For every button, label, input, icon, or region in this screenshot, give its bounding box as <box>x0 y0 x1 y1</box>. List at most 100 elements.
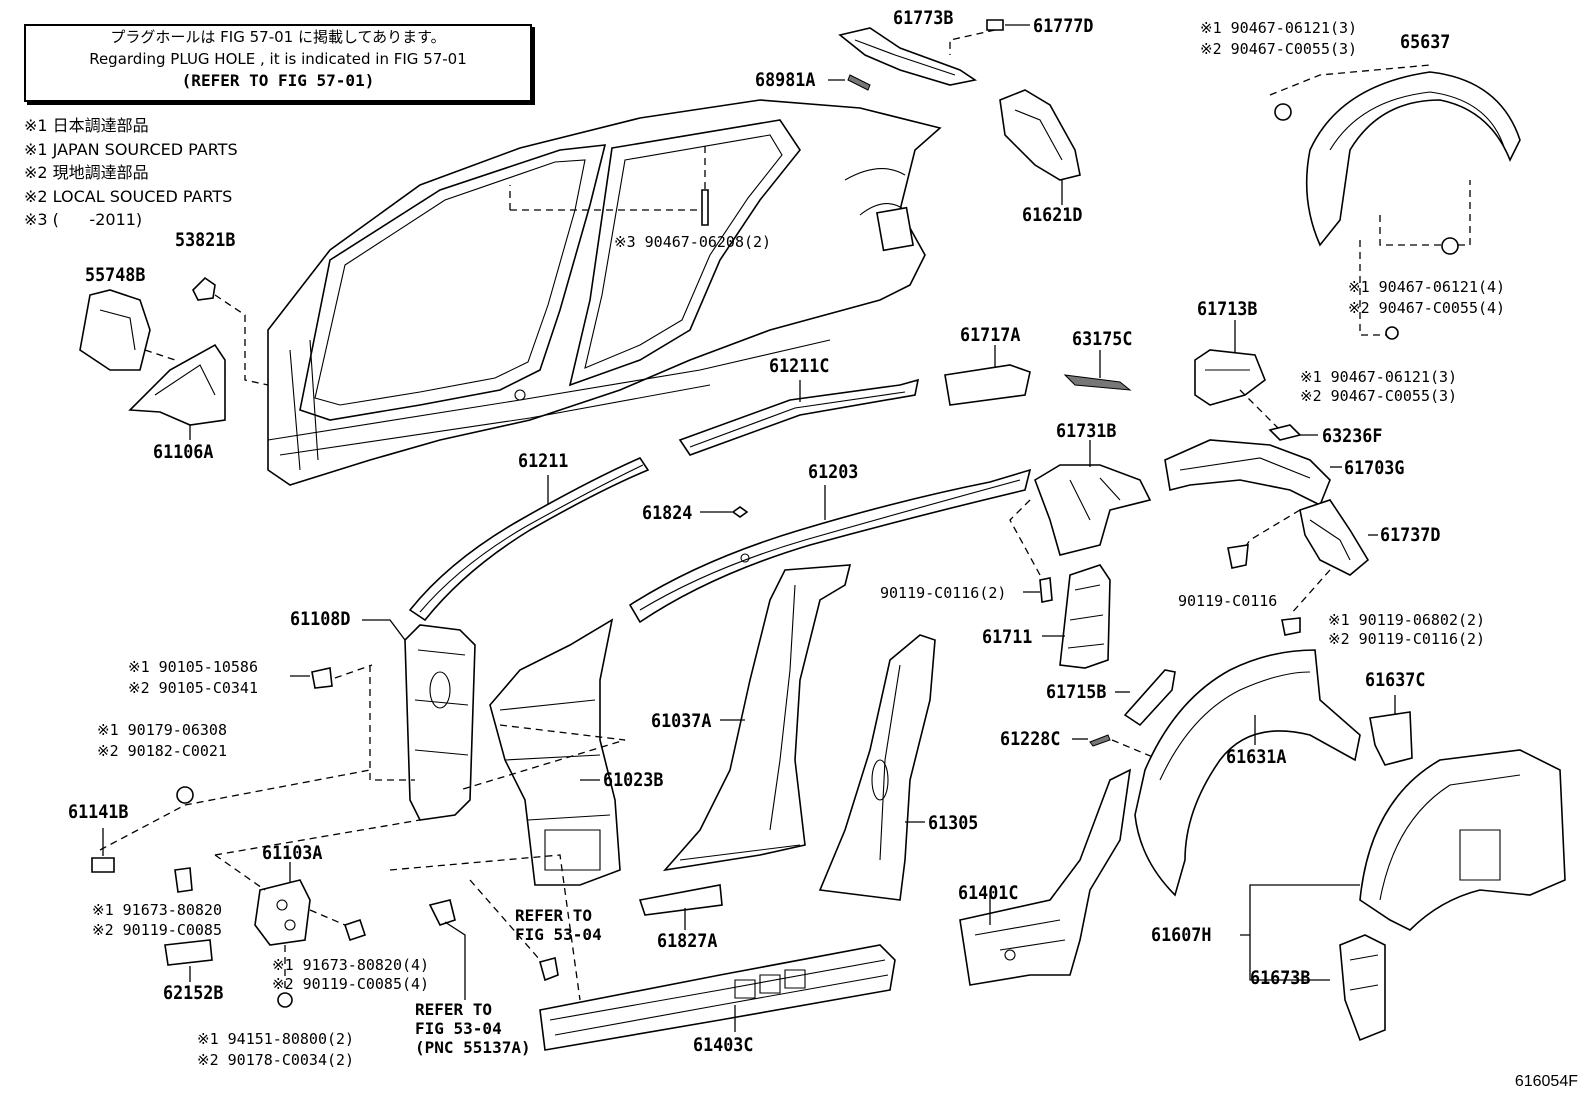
part-label: 61824 <box>642 502 693 524</box>
body-side-outer-panel <box>268 100 940 485</box>
fastener-label: ※1 90179-06308 <box>97 721 227 739</box>
fastener-label: ※2 90182-C0021 <box>97 742 227 760</box>
pad-61827A <box>640 885 722 915</box>
fastener-label: ※1 94151-80800(2) <box>197 1030 355 1048</box>
part-label: 61631A <box>1226 746 1287 768</box>
bracket-61773B <box>840 28 975 85</box>
bracket-61737D <box>1300 500 1368 575</box>
grommet-53821B <box>193 278 215 300</box>
fastener-label: ※2 90178-C0034(2) <box>197 1051 355 1069</box>
pillar-inner-61305 <box>820 635 935 900</box>
part-label: 61211 <box>518 450 569 472</box>
pad-62152B <box>165 940 212 965</box>
fastener-label: ※2 90119-C0116(2) <box>1328 630 1486 648</box>
legend-line: ※3 ( -2011) <box>24 210 143 229</box>
part-label: 61106A <box>153 441 214 463</box>
fastener-label: ※2 90119-C0085(4) <box>272 975 430 993</box>
part-label: 61141B <box>68 801 129 823</box>
part-label: 61203 <box>808 461 859 483</box>
fastener-label: ※1 90467-06121(4) <box>1348 278 1506 296</box>
plug-hole-note-box: プラグホールは FIG 57-01 に掲載してあります。 Regarding P… <box>24 24 532 102</box>
part-label: 61715B <box>1046 681 1107 703</box>
bracket-55748B <box>80 290 150 370</box>
part-label: 68981A <box>755 69 816 91</box>
part-label: 61637C <box>1365 669 1426 691</box>
part-label: 61773B <box>893 7 954 29</box>
part-label: 61228C <box>1000 728 1061 750</box>
part-label: 61717A <box>960 324 1021 346</box>
fastener-label: ※1 90467-06121(3) <box>1300 368 1458 386</box>
clip-61777D <box>987 20 1003 30</box>
part-label: 61673B <box>1250 967 1311 989</box>
rocker-panel-61403C <box>540 945 895 1050</box>
fastener-label: 90119-C0116(2) <box>880 584 1007 602</box>
part-label: 63175C <box>1072 328 1133 350</box>
sourcing-legend: ※1 日本調達部品 ※1 JAPAN SOURCED PARTS ※2 現地調達… <box>24 114 238 232</box>
hinge-61103A <box>255 880 310 945</box>
legend-line: ※2 LOCAL SOUCED PARTS <box>24 186 233 206</box>
part-label: 61103A <box>262 842 323 864</box>
refer-note: REFER TO FIG 53-04 <box>515 906 602 944</box>
figure-id: 616054F <box>1514 1073 1578 1090</box>
quarter-panel-61401C <box>960 770 1130 985</box>
fastener-label: ※2 90119-C0085 <box>92 921 222 939</box>
legend-line: ※1 日本調達部品 <box>24 116 149 135</box>
roof-side-rail-61211 <box>410 458 648 620</box>
note-line-reference: (REFER TO FIG 57-01) <box>181 71 375 90</box>
bracket-61715B <box>1125 670 1175 725</box>
wheelhouse-arch-61703G <box>1165 440 1330 505</box>
rail-61211C <box>680 380 918 455</box>
legend-line: ※2 現地調達部品 <box>24 163 149 182</box>
fastener-label: ※1 90119-06802(2) <box>1328 611 1486 629</box>
refer-note: REFER TO FIG 53-04 (PNC 55137A) <box>415 1000 531 1057</box>
part-label: 61703G <box>1344 457 1405 479</box>
rail-61203 <box>630 470 1030 622</box>
part-label: 61711 <box>982 626 1033 648</box>
part-label: 61401C <box>958 882 1019 904</box>
fastener-label: ※2 90467-C0055(3) <box>1300 387 1458 405</box>
part-label: 55748B <box>85 264 146 286</box>
fastener-label: ※1 91673-80820 <box>92 901 222 919</box>
clip-61141B <box>92 858 114 872</box>
fastener-label: ※2 90467-C0055(3) <box>1200 40 1358 58</box>
legend-line: ※1 JAPAN SOURCED PARTS <box>24 139 238 159</box>
part-label: 61607H <box>1151 924 1212 946</box>
bracket-61717A <box>945 365 1030 405</box>
bracket-61731B <box>1035 465 1150 555</box>
fastener-label: ※2 90105-C0341 <box>128 679 258 697</box>
bracket-61673B <box>1340 935 1385 1040</box>
center-pillar-61037A <box>665 565 850 870</box>
part-label: 61713B <box>1197 298 1258 320</box>
fastener-label: 90119-C0116 <box>1178 592 1278 610</box>
part-label: 61305 <box>928 812 979 834</box>
part-label: 61211C <box>769 355 830 377</box>
fastener-label: ※1 90105-10586 <box>128 658 258 676</box>
part-label: 61731B <box>1056 420 1117 442</box>
part-label: 61403C <box>693 1034 754 1056</box>
part-label: 61827A <box>657 930 718 952</box>
part-label: 61777D <box>1033 15 1094 37</box>
part-label: 65637 <box>1400 31 1451 53</box>
part-label: 61737D <box>1380 524 1441 546</box>
patch-61637C <box>1370 712 1412 765</box>
part-label: 53821B <box>175 229 236 251</box>
wheelhouse-inner-61607H <box>1360 750 1565 930</box>
part-label: 61108D <box>290 608 351 630</box>
part-label: 61621D <box>1022 204 1083 226</box>
pillar-61023B <box>490 620 620 885</box>
hinge-pillar-61108D <box>405 625 475 820</box>
panel-61621D <box>1000 90 1080 180</box>
note-line-english: Regarding PLUG HOLE , it is indicated in… <box>89 50 467 68</box>
fastener-label: ※3 90467-06208(2) <box>614 233 772 251</box>
panel-61106A <box>130 345 225 425</box>
fastener-label: ※1 90467-06121(3) <box>1200 19 1358 37</box>
bracket-61713B <box>1195 350 1265 405</box>
part-label: 61037A <box>651 710 712 732</box>
fastener-label: ※2 90467-C0055(4) <box>1348 299 1506 317</box>
fastener-label: ※1 91673-80820(4) <box>272 956 430 974</box>
part-label: 61023B <box>603 769 664 791</box>
wheelhouse-outer-61631A <box>1135 650 1360 895</box>
part-label: 63236F <box>1322 425 1383 447</box>
note-line-japanese: プラグホールは FIG 57-01 に掲載してあります。 <box>110 28 446 46</box>
